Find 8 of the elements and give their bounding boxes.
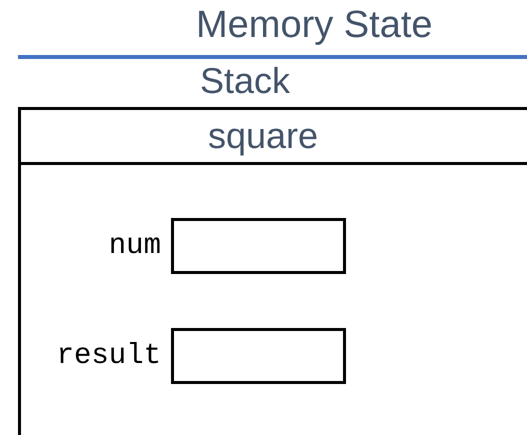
value-box: [171, 218, 346, 274]
value-box: [171, 328, 346, 384]
frame-header: square: [21, 110, 527, 165]
variable-name: result: [56, 338, 161, 374]
stack-heading: Stack: [200, 59, 290, 103]
stack-frame: [18, 107, 527, 435]
title: Memory State: [196, 3, 433, 48]
variable-name: num: [108, 228, 161, 264]
